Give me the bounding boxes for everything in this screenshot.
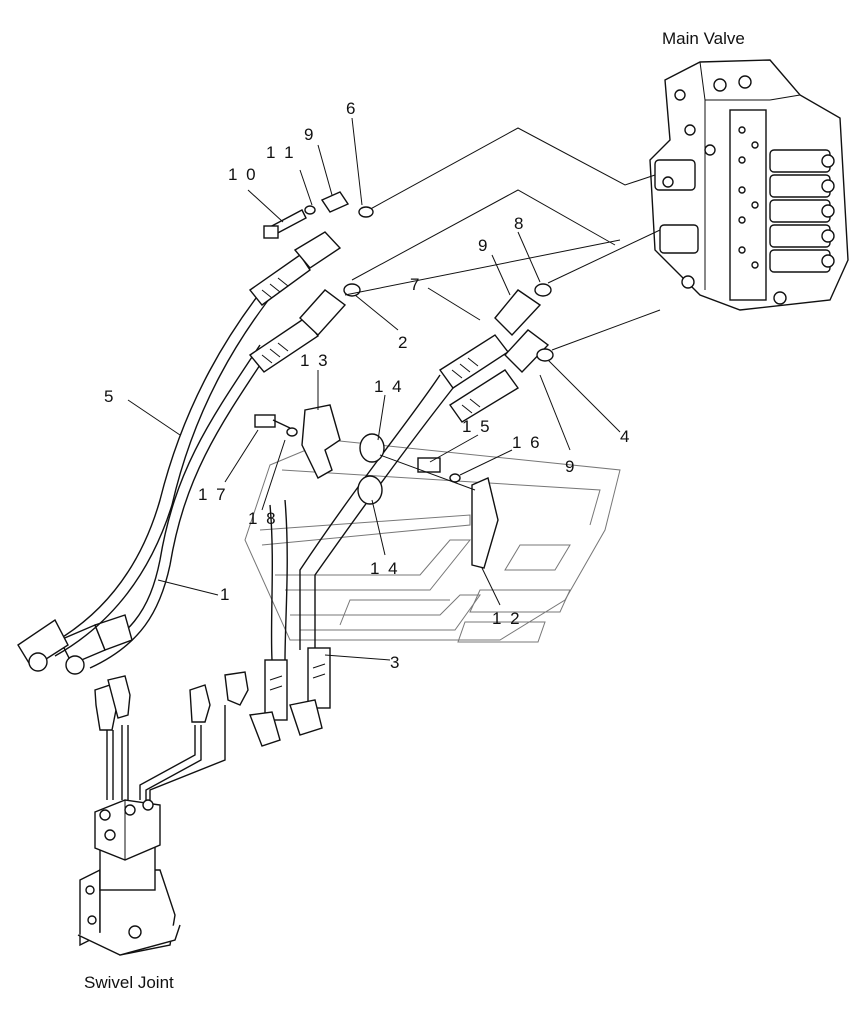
callout-11: 1 1 — [266, 143, 296, 162]
callout-4: 4 — [620, 427, 631, 446]
callout-2: 2 — [398, 333, 409, 352]
hose-5 — [17, 231, 342, 672]
hose-1 — [59, 344, 271, 675]
hose-2-segment — [248, 239, 621, 373]
hose-7 — [299, 283, 552, 650]
callout-1: 1 — [220, 585, 231, 604]
callout-8: 8 — [514, 214, 525, 233]
main-valve-label: Main Valve — [662, 29, 745, 48]
main-valve — [649, 59, 849, 311]
callout-13: 1 3 — [300, 351, 330, 370]
background-frame-outline — [244, 439, 621, 643]
swivel-joint-label: Swivel Joint — [84, 973, 174, 992]
callout-17: 1 7 — [198, 485, 228, 504]
callout-5: 5 — [104, 387, 115, 406]
callout-leaders — [127, 117, 621, 661]
bolt-10-group — [263, 191, 374, 239]
valve-connection-lines — [351, 127, 661, 284]
callout-14-lower: 1 4 — [370, 559, 400, 578]
callout-9-top: 9 — [304, 125, 315, 144]
callout-16: 1 6 — [512, 433, 542, 452]
callout-14-upper: 1 4 — [374, 377, 404, 396]
swivel-joint-fittings — [94, 671, 249, 800]
callout-18: 1 8 — [248, 509, 278, 528]
callout-7: 7 — [410, 275, 421, 294]
hose-4 — [449, 309, 661, 423]
callout-9-middle: 9 — [478, 236, 489, 255]
valve-spool-caps — [769, 149, 835, 273]
hose-3 — [249, 499, 331, 747]
callout-labels: 1 2 3 4 5 6 7 8 9 9 9 1 0 1 1 1 2 1 3 1 … — [104, 99, 631, 672]
valve-ports — [654, 75, 787, 305]
callout-12: 1 2 — [492, 609, 522, 628]
callout-3: 3 — [390, 653, 401, 672]
swivel-joint — [77, 799, 181, 956]
callout-6: 6 — [346, 99, 357, 118]
callout-15: 1 5 — [462, 417, 492, 436]
callout-10: 1 0 — [228, 165, 258, 184]
clamp-group — [254, 404, 499, 569]
callout-9-lower: 9 — [565, 457, 576, 476]
